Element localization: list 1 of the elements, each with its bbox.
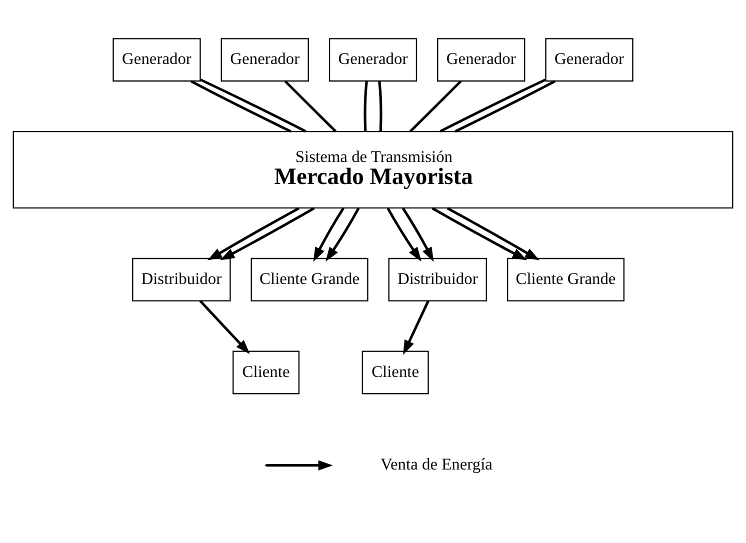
legend-label: Venta de Energía <box>380 454 492 474</box>
